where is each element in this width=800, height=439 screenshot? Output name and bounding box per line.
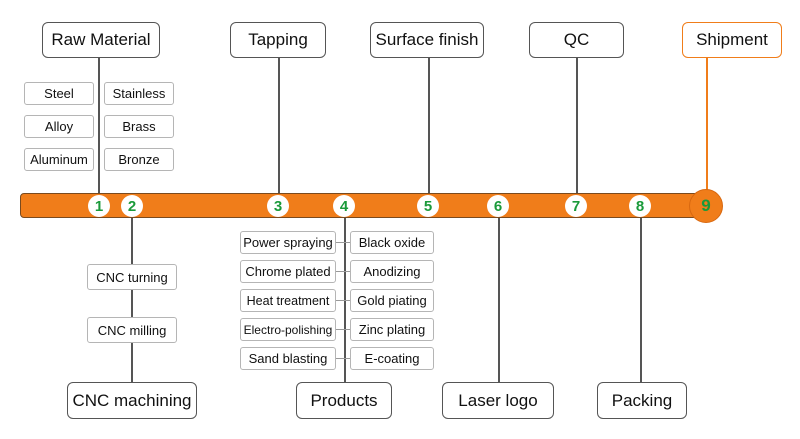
stage-cnc-machining: CNC machining (67, 382, 197, 419)
stage-raw-material: Raw Material (42, 22, 160, 58)
step-6: 6 (487, 195, 509, 217)
material-steel: Steel (24, 82, 94, 105)
finish-e-coating: E-coating (350, 347, 434, 370)
stage-surface-finish: Surface finish (370, 22, 484, 58)
connector-packing (640, 216, 642, 384)
step-1: 1 (88, 195, 110, 217)
finish-link-4 (336, 329, 350, 330)
cnc-milling: CNC milling (87, 317, 177, 343)
stage-packing: Packing (597, 382, 687, 419)
connector-qc (576, 56, 578, 196)
finish-zinc-plating: Zinc plating (350, 318, 434, 341)
finish-link-2 (336, 271, 350, 272)
step-8: 8 (629, 195, 651, 217)
connector-tapping (278, 56, 280, 196)
finish-link-1 (336, 242, 350, 243)
stage-qc: QC (529, 22, 624, 58)
finish-link-3 (336, 300, 350, 301)
step-9: 9 (689, 189, 723, 223)
finish-sand-blasting: Sand blasting (240, 347, 336, 370)
connector-raw-material (98, 56, 100, 196)
material-aluminum: Aluminum (24, 148, 94, 171)
stage-shipment: Shipment (682, 22, 782, 58)
finish-heat-treatment: Heat treatment (240, 289, 336, 312)
finish-electro-polishing: Electro-polishing (240, 318, 336, 341)
step-4: 4 (333, 195, 355, 217)
step-3: 3 (267, 195, 289, 217)
stage-tapping: Tapping (230, 22, 326, 58)
finish-chrome-plated: Chrome plated (240, 260, 336, 283)
connector-cnc-machining (131, 216, 133, 384)
cnc-turning: CNC turning (87, 264, 177, 290)
material-bronze: Bronze (104, 148, 174, 171)
finish-link-5 (336, 358, 350, 359)
step-5: 5 (417, 195, 439, 217)
step-7: 7 (565, 195, 587, 217)
stage-laser-logo: Laser logo (442, 382, 554, 419)
material-brass: Brass (104, 115, 174, 138)
connector-laser-logo (498, 216, 500, 384)
material-stainless: Stainless (104, 82, 174, 105)
finish-anodizing: Anodizing (350, 260, 434, 283)
step-2: 2 (121, 195, 143, 217)
finish-power-spraying: Power spraying (240, 231, 336, 254)
finish-black-oxide: Black oxide (350, 231, 434, 254)
material-alloy: Alloy (24, 115, 94, 138)
finish-gold-piating: Gold piating (350, 289, 434, 312)
connector-surface-finish (428, 56, 430, 196)
connector-shipment (706, 56, 708, 191)
stage-products: Products (296, 382, 392, 419)
